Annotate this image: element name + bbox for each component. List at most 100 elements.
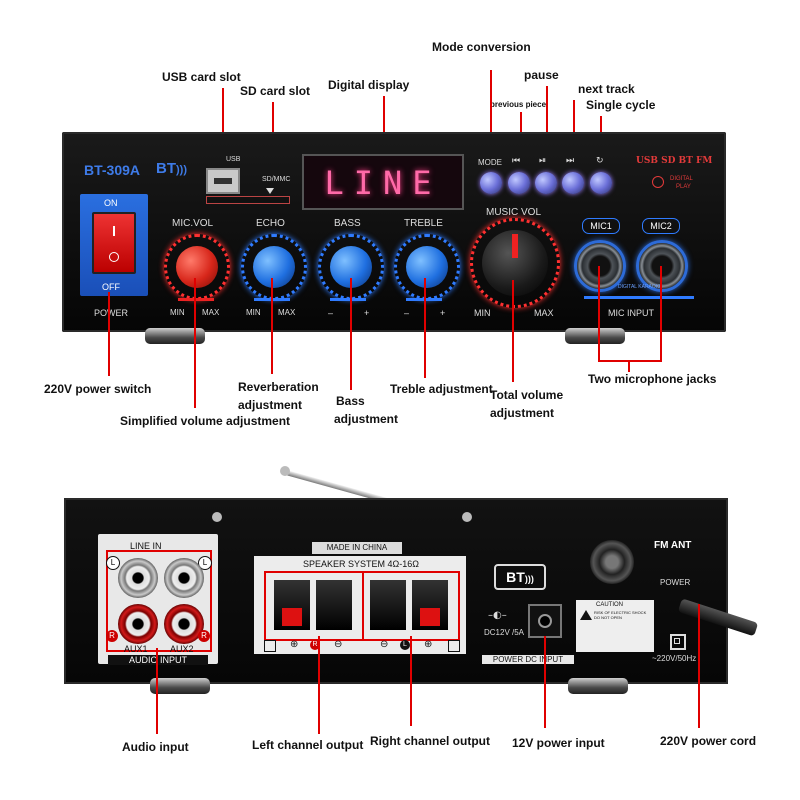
cycle-button[interactable] — [590, 172, 612, 194]
mic1-jack[interactable] — [574, 240, 626, 292]
rear-foot-right — [568, 678, 628, 694]
play-pause-button[interactable] — [535, 172, 557, 194]
mode-label: MODE — [478, 158, 502, 167]
ac-rating-label: ~220V/50Hz — [652, 654, 697, 663]
label-total-volume-2: adjustment — [490, 406, 555, 420]
fm-ant-label: FM ANT — [654, 540, 692, 551]
previous-button[interactable] — [508, 172, 530, 194]
echo-max: MAX — [278, 308, 296, 317]
leader-line-mic2 — [660, 266, 662, 362]
leader-line-dc-input — [544, 636, 546, 728]
dc-rating-label: DC12V /5A — [484, 628, 525, 637]
audio-input-label: AUDIO INPUT — [108, 655, 208, 665]
mic2-jack[interactable] — [636, 240, 688, 292]
aux1-label: AUX1 — [124, 644, 148, 654]
aux1-left-rca-jack[interactable] — [118, 558, 158, 598]
cycle-icon: ↻ — [596, 156, 604, 166]
display-text: LINE — [324, 164, 442, 202]
sd-mmc-label: SD/MMC — [262, 176, 291, 183]
bt-logo: BT))) — [156, 160, 187, 177]
speaker-right-icon — [448, 640, 460, 652]
power-off-label: OFF — [102, 282, 120, 292]
leader-line-usb — [222, 88, 224, 166]
label-reverb-2: adjustment — [238, 398, 303, 412]
label-treble: Treble adjustment — [390, 382, 493, 396]
speaker-right-plus-sym: ⊕ — [424, 639, 433, 650]
speaker-left-l-marker: R — [310, 640, 320, 650]
next-button[interactable] — [562, 172, 584, 194]
aux2-label: AUX2 — [170, 644, 194, 654]
label-bass-1: Bass — [336, 394, 365, 408]
power-label: POWER — [94, 308, 129, 318]
music-vol-knob[interactable] — [482, 230, 548, 296]
echo-knob[interactable] — [253, 246, 295, 288]
power-off-mark-icon — [109, 252, 119, 262]
speaker-terminal-left-plus[interactable] — [274, 580, 310, 630]
usb-port[interactable] — [206, 168, 240, 194]
rear-screw-1 — [212, 512, 222, 522]
rear-foot-left — [150, 678, 210, 694]
echo-label: ECHO — [256, 218, 285, 229]
dc-polarity-icon: –◐– — [488, 610, 507, 621]
usb-port-slot — [214, 178, 232, 184]
leader-line-pause — [546, 86, 548, 172]
front-foot-right — [565, 328, 625, 344]
brand-line-1: USB SD BT FM — [636, 156, 713, 166]
model-label: BT-309A — [84, 162, 141, 178]
treble-minus: – — [404, 308, 410, 318]
treble-plus: + — [440, 308, 446, 318]
mic1-badge: MIC1 — [582, 218, 620, 234]
leader-line-left-channel — [318, 636, 320, 734]
treble-knob[interactable] — [406, 246, 448, 288]
label-12v-input: 12V power input — [512, 736, 605, 750]
music-vol-min: MIN — [474, 308, 491, 318]
aux2-left-rca-jack[interactable] — [164, 558, 204, 598]
mic-vol-scale-bar — [178, 298, 214, 301]
sd-card-slot[interactable] — [206, 196, 290, 204]
mode-button[interactable] — [480, 172, 502, 194]
line-in-plate — [98, 534, 218, 664]
bass-label: BASS — [334, 218, 361, 229]
label-bass-2: adjustment — [334, 412, 399, 426]
dc-power-jack[interactable] — [528, 604, 562, 638]
label-power-switch: 220V power switch — [44, 382, 152, 396]
label-mode-conversion: Mode conversion — [432, 40, 531, 54]
aux2-right-rca-jack[interactable] — [164, 604, 204, 644]
label-previous-piece: previous piece — [490, 100, 547, 109]
sd-slot-arrow-icon — [266, 188, 274, 194]
label-next-track: next track — [578, 82, 635, 96]
mic-input-label: MIC INPUT — [608, 308, 654, 318]
music-vol-label: MUSIC VOL — [486, 207, 542, 218]
speaker-left-icon — [264, 640, 276, 652]
label-left-channel: Left channel output — [252, 738, 364, 752]
line-in-l-marker: L — [106, 556, 120, 570]
speaker-terminal-left-minus[interactable] — [316, 580, 352, 630]
bass-minus: – — [328, 308, 334, 318]
label-simplified-volume: Simplified volume adjustment — [120, 414, 291, 428]
leader-line-mic-drop — [628, 360, 630, 372]
music-vol-indicator — [512, 234, 518, 258]
label-right-channel: Right channel output — [370, 734, 490, 748]
fm-ant-socket[interactable] — [590, 540, 634, 584]
bluetooth-wave-icon: ))) — [176, 164, 187, 176]
rear-bt-text: BT — [506, 569, 525, 585]
left-plus-red-clip — [282, 608, 302, 626]
speaker-left-minus-sym: ⊖ — [334, 639, 343, 650]
mic-vol-label: MIC.VOL — [172, 218, 214, 229]
label-digital-display: Digital display — [328, 78, 410, 92]
caution-title: CAUTION — [596, 602, 623, 608]
rear-power-label: POWER — [660, 578, 691, 587]
speaker-right-minus-sym: ⊖ — [380, 639, 389, 650]
label-reverb-1: Reverberation — [238, 380, 319, 394]
aux1-right-rca-jack[interactable] — [118, 604, 158, 644]
digital-play-logo-icon — [652, 176, 664, 188]
play-pause-icon: ⏯ — [539, 156, 547, 166]
label-two-mic-jacks: Two microphone jacks — [588, 372, 717, 386]
usb-label: USB — [226, 156, 241, 163]
power-rocker-switch[interactable] — [92, 212, 136, 274]
speaker-terminal-right-plus[interactable] — [412, 580, 448, 630]
label-single-cycle: Single cycle — [586, 98, 656, 112]
mic-vol-knob[interactable] — [176, 246, 218, 288]
bass-scale-bar — [330, 298, 366, 301]
speaker-terminal-right-minus[interactable] — [370, 580, 406, 630]
